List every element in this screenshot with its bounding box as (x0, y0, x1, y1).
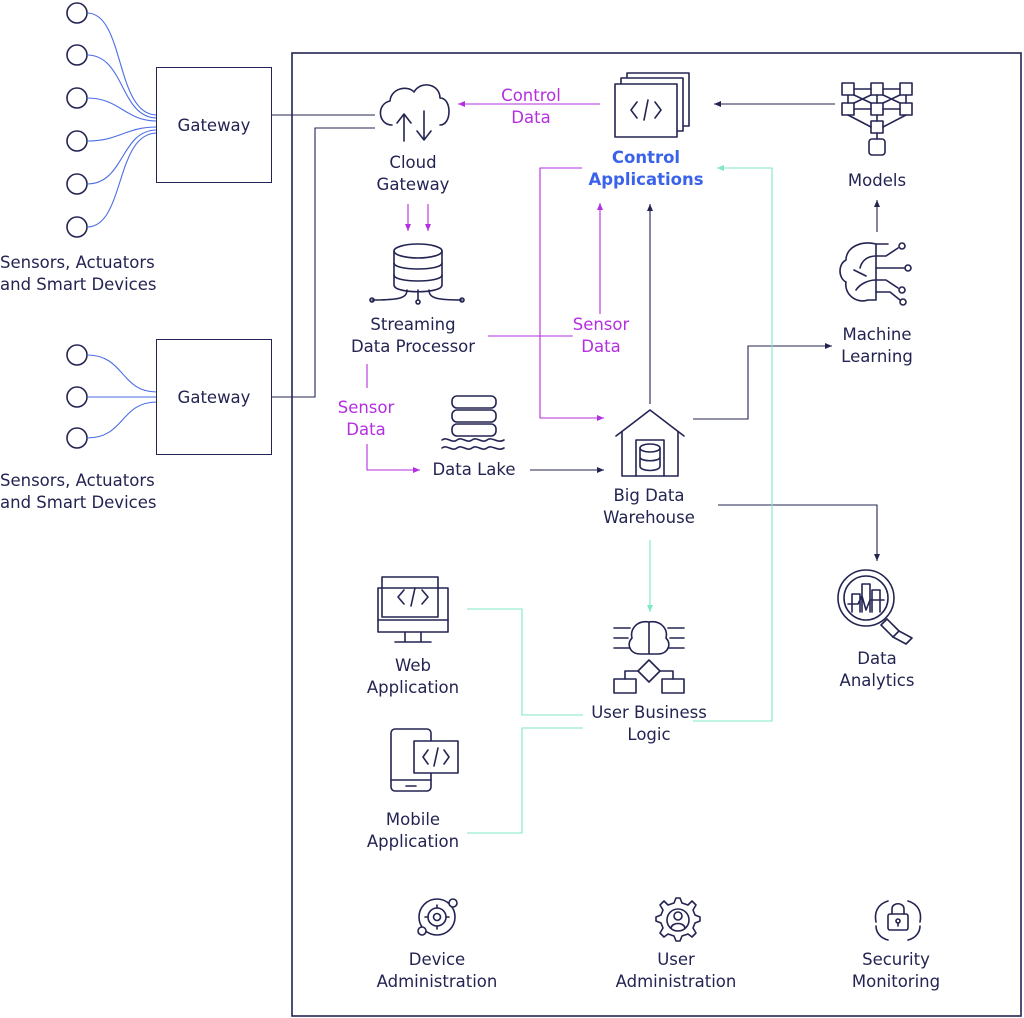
user-administration-label: User Administration (615, 950, 737, 991)
web-application-icon (377, 576, 449, 643)
big-data-warehouse-label: Big Data Warehouse (603, 486, 695, 527)
device-node (66, 173, 88, 195)
gateway-label: Gateway (177, 115, 251, 135)
device-node (66, 344, 88, 366)
device-group-1 (66, 2, 88, 238)
data-analytics-icon (837, 569, 913, 645)
data-lake-icon (441, 395, 505, 450)
gateway-links (271, 114, 375, 398)
web-application-label: Web Application (366, 656, 460, 697)
mobile-application-label: Mobile Application (366, 810, 460, 851)
control-applications-label: Control Applications (588, 148, 704, 189)
mobile-application-icon (390, 728, 459, 792)
devices-label-2: Sensors, Actuators and Smart Devices (0, 471, 157, 512)
device-node (66, 44, 88, 66)
devices-label-1: Sensors, Actuators and Smart Devices (0, 253, 157, 294)
data-lake-label: Data Lake (432, 460, 516, 479)
control-applications-icon (614, 72, 690, 138)
device-node (66, 427, 88, 449)
device-group-2-links (86, 354, 158, 439)
device-group-2 (66, 344, 88, 449)
gateway-box-2: Gateway (156, 339, 272, 455)
device-node (66, 130, 88, 152)
database-icon (369, 243, 465, 305)
device-administration-label: Device Administration (376, 950, 498, 991)
data-analytics-label: Data Analytics (839, 649, 915, 690)
gateway-label: Gateway (177, 387, 251, 407)
device-node (66, 87, 88, 109)
sensor-data-label-2: Sensor Data (337, 398, 395, 439)
gateway-box-1: Gateway (156, 67, 272, 183)
device-node (66, 386, 88, 408)
cloud-gateway-label: Cloud Gateway (376, 153, 450, 194)
device-node (66, 216, 88, 238)
device-node (66, 2, 88, 24)
machine-learning-label: Machine Learning (841, 325, 913, 366)
platform-boundary (291, 52, 1022, 1017)
security-icon (874, 900, 922, 941)
models-label: Models (847, 171, 907, 190)
user-admin-icon (655, 897, 701, 942)
device-admin-icon (417, 898, 458, 936)
control-to-warehouse-arrow (539, 167, 604, 421)
business-logic-icon (613, 620, 685, 694)
security-monitoring-label: Security Monitoring (851, 950, 941, 991)
user-business-logic-label: User Business Logic (591, 703, 707, 744)
cloud-gateway-icon (379, 84, 450, 142)
warehouse-icon (615, 409, 685, 477)
sensor-data-label-1: Sensor Data (572, 314, 630, 358)
streaming-data-processor-label: Streaming Data Processor (350, 315, 476, 356)
machine-learning-icon (839, 242, 912, 306)
streaming-to-lake-arrow (366, 364, 420, 470)
device-group-1-links (86, 12, 158, 228)
models-icon (841, 82, 913, 156)
control-data-label: Control Data (501, 86, 561, 127)
